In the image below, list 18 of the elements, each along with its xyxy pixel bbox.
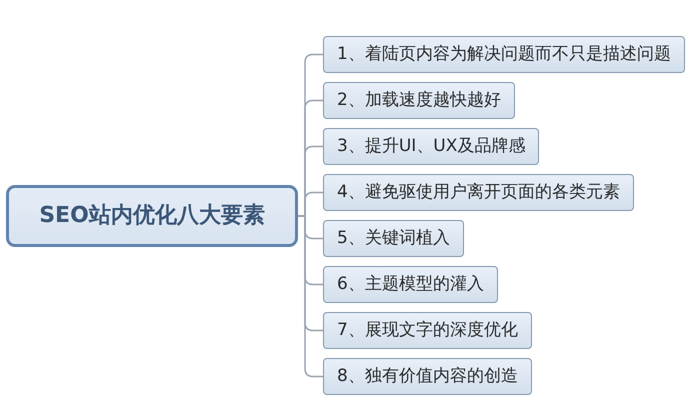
subtopic-text: 6、主题模型的灌入 [337,274,484,295]
subtopic-box [323,82,515,119]
subtopic-text: 4、避免驱使用户离开页面的各类元素 [337,182,620,203]
central-topic-text: SEO站内优化八大要素 [39,202,265,230]
subtopic-text: 7、展现文字的深度优化 [337,320,518,341]
subtopic-text: 2、加载速度越快越好 [337,90,501,111]
subtopic-box [323,266,498,303]
subtopic-box [323,312,532,349]
subtopic-box [323,358,532,395]
subtopic-box [323,128,540,165]
subtopic-text: 8、独有价值内容的创造 [337,366,518,387]
subtopic-box [323,220,464,257]
subtopic-box [323,174,634,211]
subtopic-text: 5、关键词植入 [337,228,450,249]
central-topic-box [6,185,298,247]
subtopic-box [323,36,685,73]
subtopic-text: 3、提升UI、UX及品牌感 [337,136,526,157]
subtopic-text: 1、着陆页内容为解决问题而不只是描述问题 [337,44,671,65]
